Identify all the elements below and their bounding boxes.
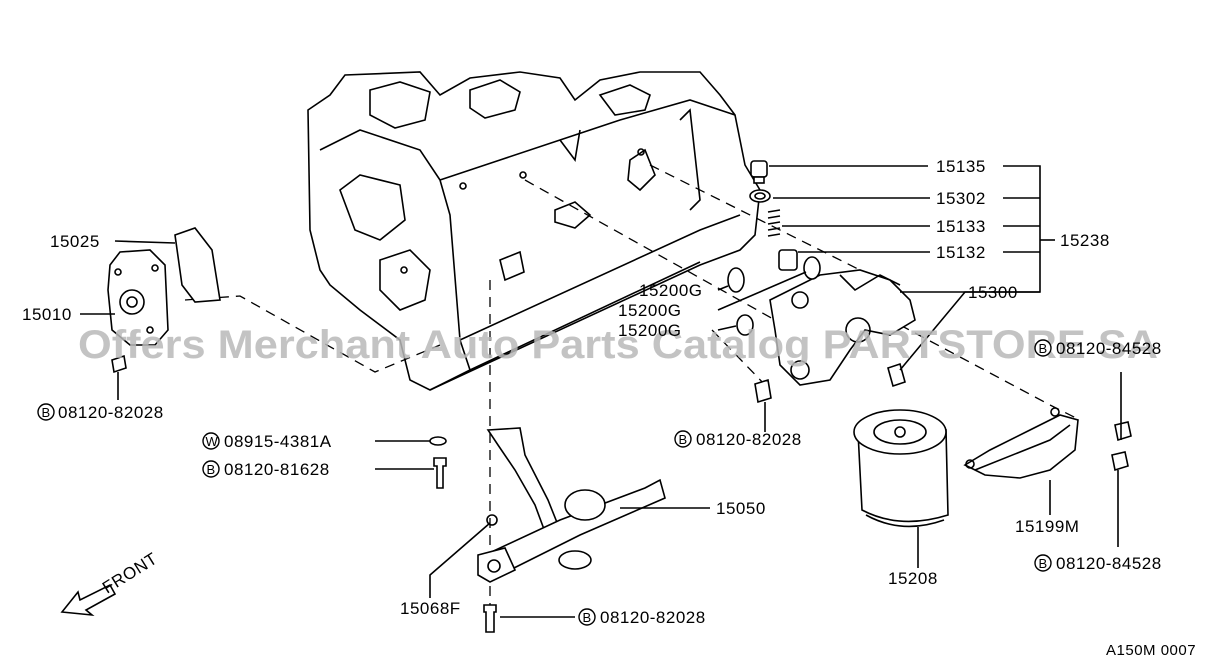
leader-lines	[80, 165, 1122, 618]
label-b-82028-left: B 08120-82028	[37, 403, 164, 422]
watermark-text: Offers Merchant Auto Parts Catalog PARTS…	[78, 323, 1158, 367]
engine-block-drawing	[307, 71, 761, 391]
svg-text:B: B	[42, 405, 51, 420]
label-15200g-2: 15200G	[618, 301, 682, 320]
label-15199m: 15199M	[1015, 517, 1079, 536]
svg-text:08120-84528: 08120-84528	[1056, 339, 1162, 358]
label-15200g-1: 15200G	[639, 281, 703, 300]
oil-filter-drawing	[853, 409, 949, 528]
gasket-15200g-2-drawing	[803, 256, 821, 280]
svg-text:B: B	[1039, 341, 1048, 356]
svg-text:08120-82028: 08120-82028	[600, 608, 706, 627]
oil-pump-gasket-drawing	[174, 227, 221, 303]
label-b-81628: B 08120-81628	[202, 460, 330, 479]
label-w-4381a: W 08915-4381A	[202, 432, 332, 451]
gasket-15200g-3-drawing	[736, 314, 754, 336]
label-b-82028-mid: B 08120-82028	[674, 430, 802, 449]
bolt-mid-drawing	[754, 378, 772, 404]
svg-text:08120-82028: 08120-82028	[696, 430, 802, 449]
bolt-81628-drawing	[433, 457, 447, 489]
label-15208: 15208	[888, 569, 938, 588]
oil-pump-drawing	[107, 249, 169, 346]
diagram-code: A150M 0007	[1106, 642, 1196, 659]
svg-text:08915-4381A: 08915-4381A	[224, 432, 332, 451]
baffle-plate-drawing	[963, 407, 1079, 479]
label-15135: 15135	[936, 157, 986, 176]
label-15068f: 15068F	[400, 599, 461, 618]
label-15132: 15132	[936, 243, 986, 262]
label-b-82028-bottom: B 08120-82028	[578, 608, 706, 627]
svg-text:B: B	[679, 432, 688, 447]
svg-text:B: B	[207, 462, 216, 477]
label-15010: 15010	[22, 305, 72, 324]
svg-text:B: B	[583, 610, 592, 625]
svg-text:08120-82028: 08120-82028	[58, 403, 164, 422]
front-label: FRONT	[99, 549, 161, 597]
label-15238: 15238	[1060, 231, 1110, 250]
label-b-84528-top: B 08120-84528	[1034, 339, 1162, 358]
svg-text:08120-84528: 08120-84528	[1056, 554, 1162, 573]
label-b-84528-bottom: B 08120-84528	[1034, 554, 1162, 573]
gasket-15200g-1-drawing	[727, 267, 745, 293]
bolt-left-drawing	[111, 354, 127, 374]
svg-text:B: B	[1039, 556, 1048, 571]
washer-drawing	[429, 436, 447, 446]
bolt-right-top-drawing	[1114, 421, 1132, 442]
label-15200g-3: 15200G	[618, 321, 682, 340]
bolt-right-bottom-drawing	[1111, 451, 1129, 472]
relief-valve-stack-drawing	[749, 160, 798, 271]
label-15133: 15133	[936, 217, 986, 236]
svg-text:08120-81628: 08120-81628	[224, 460, 330, 479]
oil-strainer-drawing	[477, 427, 666, 583]
label-15302: 15302	[936, 189, 986, 208]
label-15050: 15050	[716, 499, 766, 518]
svg-text:W: W	[206, 434, 219, 449]
bolt-bottom-drawing	[483, 604, 497, 633]
label-15025: 15025	[50, 232, 100, 251]
label-15300: 15300	[968, 283, 1018, 302]
front-arrow-icon	[60, 583, 117, 617]
